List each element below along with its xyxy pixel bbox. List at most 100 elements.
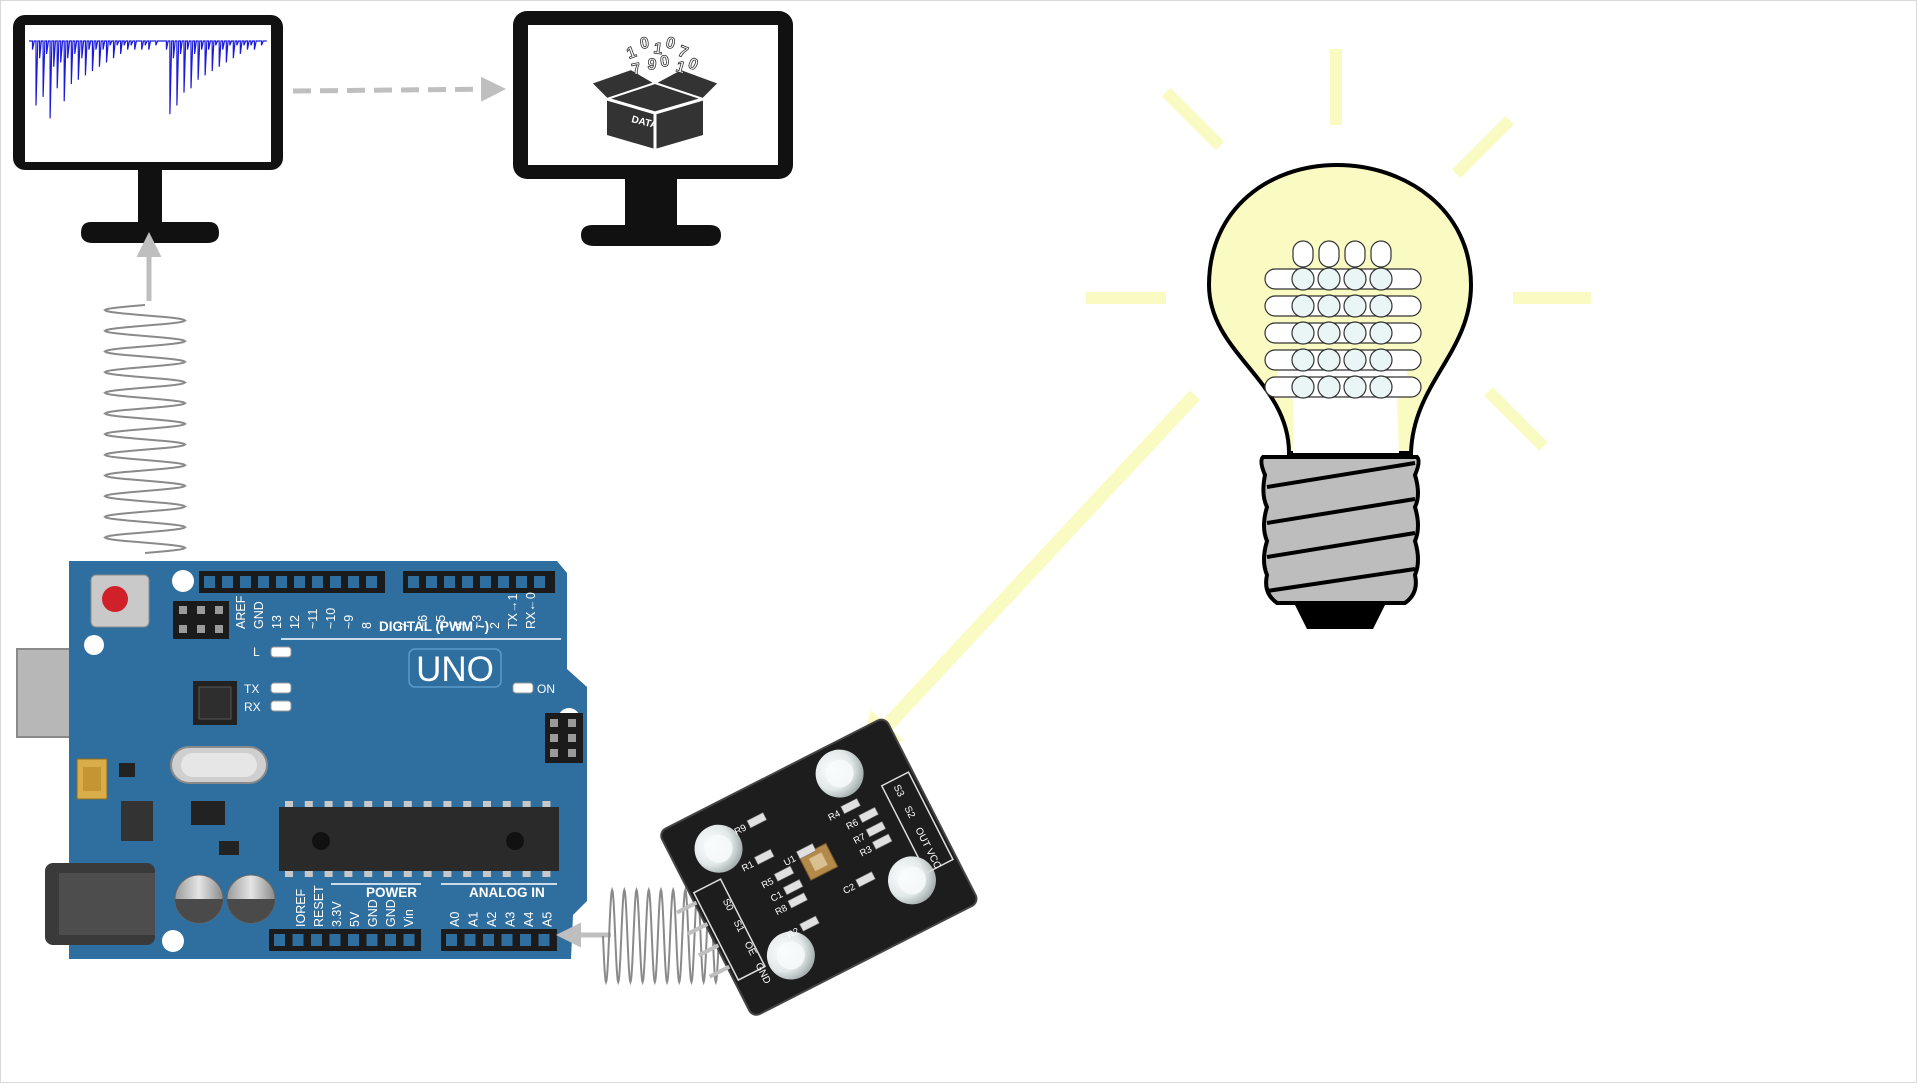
power-pin-label: GND [366,899,380,927]
digital-pin-label: 8 [360,622,374,629]
sensor-component-label: U1 [782,853,798,868]
sensor-component [746,812,768,829]
led-row-strip [1264,349,1422,371]
digital-pin-label: ~11 [306,609,320,629]
led-row-strip [1264,268,1422,290]
header-socket [480,576,491,588]
led-cell [1291,321,1315,345]
header-socket [330,576,341,588]
led-cell [1343,348,1367,372]
sensor-component [753,848,775,865]
power-pin-label: Vin [402,909,416,927]
bulb-rays [1086,49,1591,451]
led-cell [1343,294,1367,318]
digital-pin-label: 12 [288,615,302,629]
analog-pin-label: A3 [504,912,518,927]
bulb-ray [1513,292,1591,304]
binary-digit: 0 [639,35,651,53]
binary-digit: 9 [647,56,658,74]
icsp-header-right [545,713,583,763]
led-rx [270,700,292,712]
led-on [512,682,534,694]
power-analog-headers [269,929,557,951]
digital-pin-label: TX→1 [506,594,520,629]
mounting-hole [172,570,194,592]
reset-button-cap[interactable] [102,586,128,612]
waveform-plot [29,40,267,119]
led-lead [1370,240,1392,268]
analog-pin-label: A5 [541,912,555,927]
led-cell [1291,267,1315,291]
sensor-component [799,915,820,932]
sensor-component-label: R4 [826,808,842,823]
led-l [270,646,292,658]
led-lead [1344,240,1366,268]
atmega-microcontroller [279,801,559,877]
header-socket [240,576,251,588]
digital-pin-label: GND [252,601,266,629]
digital-pin-label: RX←0 [524,592,538,629]
power-pin-label: 3.3V [330,901,344,927]
bulb-tip [1295,605,1385,629]
digital-pin-header [199,571,555,593]
sensor-component [855,871,876,888]
sensor-pin-label: S0 [720,897,736,913]
sensor-component [840,798,861,815]
header-socket [366,576,377,588]
small-chip [191,801,225,825]
led-cell [1317,375,1341,399]
header-socket [204,576,215,588]
led-cell [1291,348,1315,372]
sensor-led [766,931,815,980]
binary-digit: 0 [664,34,677,53]
monitor-left [13,15,283,243]
light-bulb [1086,49,1591,629]
monitor-left-neck [138,170,162,222]
power-pin-label: IOREF [294,888,308,927]
bulb-ray [1086,292,1166,304]
sensor-component [865,821,887,838]
digital-pin-label: 4 [452,622,466,629]
binary-digit: 1 [652,40,663,58]
led-cell [1369,375,1393,399]
led-cell [1291,294,1315,318]
bulb-ray [1451,115,1515,179]
led-row-strip [1264,376,1422,398]
sensor-component-label: R9 [733,823,749,838]
mounting-hole [84,635,104,655]
sensor-component-label: R2 [785,926,801,941]
sensor-component-label: R5 [760,876,776,891]
bulb-ray [1330,49,1342,125]
led-cell [1291,375,1315,399]
led-l-label: L [253,645,260,659]
power-pin-label: 5V [348,911,362,927]
led-cell [1369,267,1393,291]
binary-digit: 7 [630,60,642,78]
header-socket [276,576,287,588]
header-socket [294,576,305,588]
digital-pin-label: ~9 [342,615,356,629]
binary-digit: 0 [659,53,670,71]
digital-pin-label: 13 [270,615,284,629]
led-cell [1343,267,1367,291]
sensor-component-label: R3 [858,844,874,859]
power-header-label: POWER [366,885,417,900]
digital-pin-label: AREF [234,595,248,629]
uno-logo: UNO [416,650,494,689]
bulb-ray [1161,87,1225,151]
sensor-component-label: R1 [740,859,756,874]
digital-pin-label: 2 [488,622,502,629]
led-lead [1292,240,1314,268]
sensor-component [782,879,804,896]
led-rx-label: RX [244,700,261,714]
led-on-label: ON [537,682,555,696]
sensor-pin-label: S2 [902,804,918,820]
led-row-strip [1264,295,1422,317]
waveform-line [29,40,267,119]
